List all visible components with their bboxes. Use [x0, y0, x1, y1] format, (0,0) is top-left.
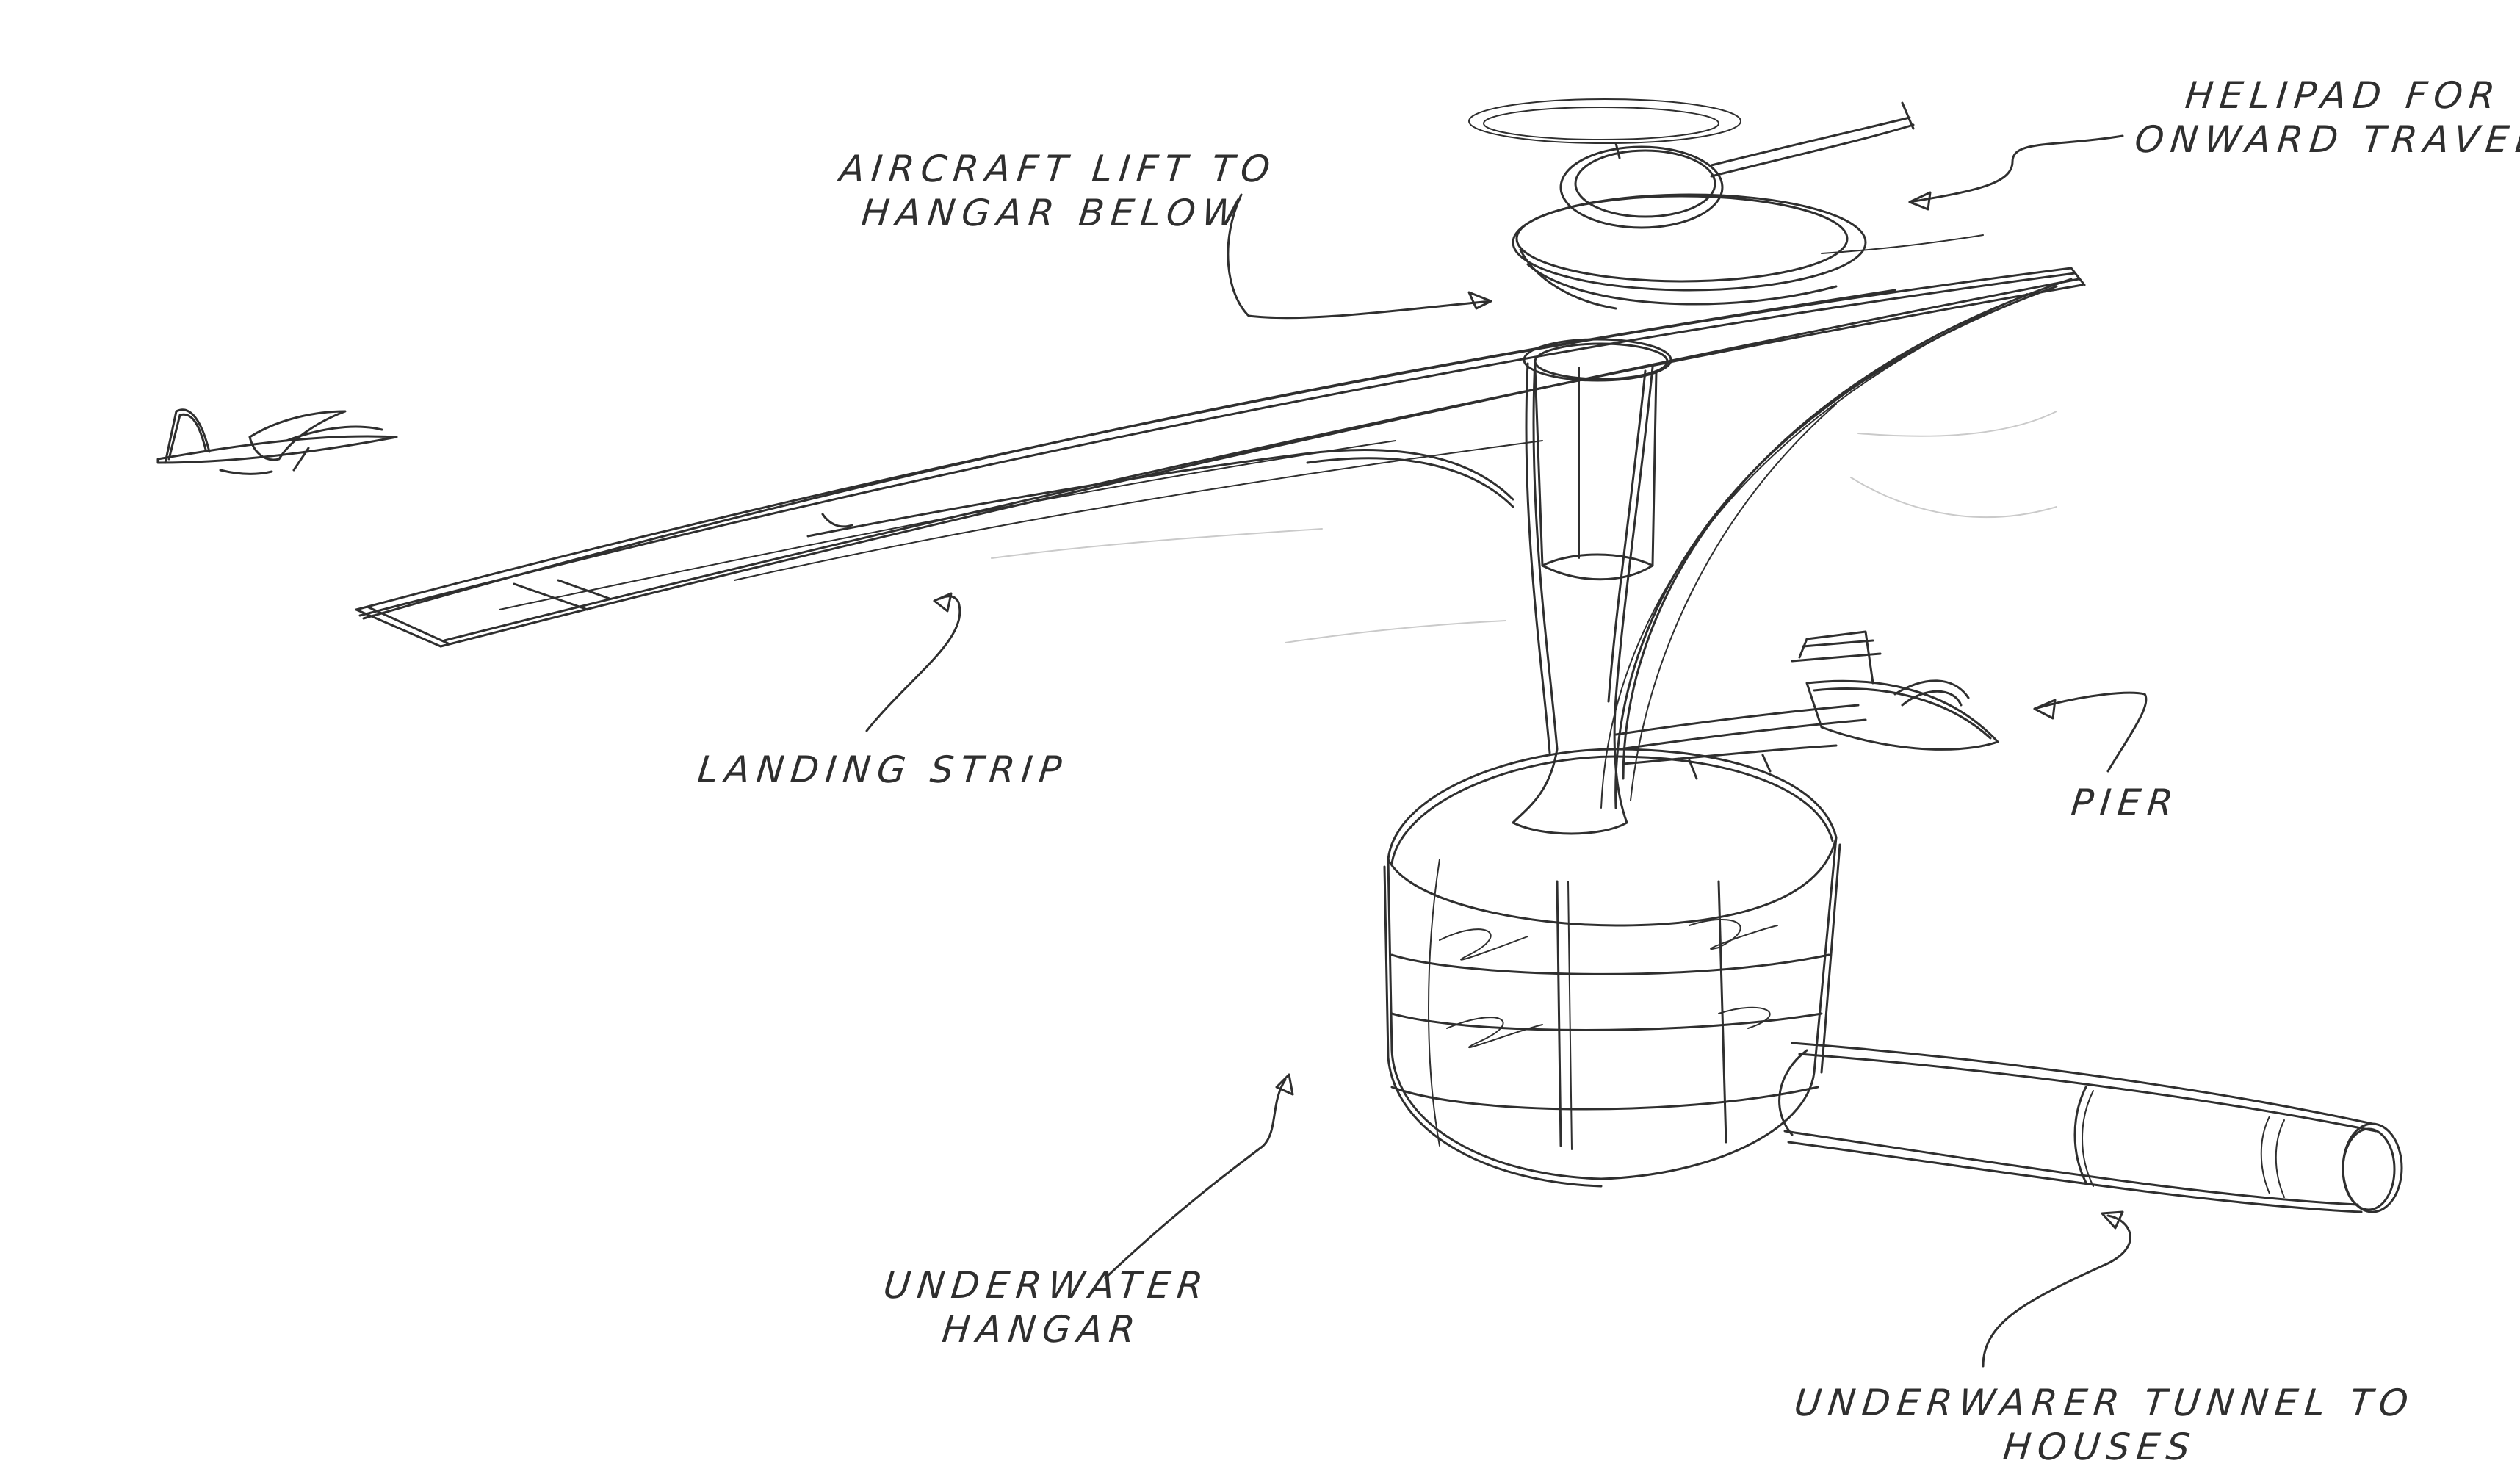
label-aircraft-lift-line2: HANGAR BELOW	[859, 192, 1248, 234]
arrow-pier	[2033, 691, 2148, 773]
underwater-tunnel	[1778, 1042, 2403, 1213]
leader-arrows	[865, 134, 2148, 1368]
label-hangar: UNDERWATER HANGAR	[877, 1263, 1212, 1351]
arrow-helipad	[1908, 134, 2124, 203]
support-column	[806, 278, 2073, 824]
helipad-with-helicopter	[1468, 98, 1984, 310]
label-aircraft-lift-line1: AIRCRAFT LIFT TO	[837, 148, 1279, 190]
label-helipad: HELIPAD FOR ONWARD TRAVEL	[2133, 73, 2520, 162]
label-aircraft-lift: AIRCRAFT LIFT TO HANGAR BELOW	[833, 147, 1279, 235]
label-helipad-line1: HELIPAD FOR	[2183, 74, 2504, 117]
label-helipad-line2: ONWARD TRAVEL	[2132, 118, 2520, 161]
label-landing-strip-text: LANDING STRIP	[695, 748, 1070, 791]
arrow-tunnel	[1982, 1214, 2131, 1368]
arrow-hangar	[1104, 1078, 1287, 1279]
background-strokes	[991, 411, 2057, 643]
label-hangar-line2: HANGAR	[939, 1308, 1144, 1351]
label-tunnel-line2: HOUSES	[2001, 1426, 2199, 1468]
label-pier: PIER	[2069, 781, 2182, 825]
underwater-hangar	[1383, 748, 1841, 1188]
label-pier-text: PIER	[2068, 782, 2182, 824]
arrow-aircraft-lift	[1227, 193, 1492, 320]
landing-strip	[355, 267, 2086, 648]
label-tunnel: UNDERWARER TUNNEL TO HOUSES	[1788, 1381, 2417, 1469]
label-tunnel-line1: UNDERWARER TUNNEL TO	[1792, 1382, 2417, 1424]
pier-with-boat	[1614, 630, 1999, 780]
distant-aircraft	[156, 408, 398, 475]
arrow-landing-strip	[865, 595, 961, 732]
label-hangar-line1: UNDERWATER	[881, 1264, 1212, 1307]
label-landing-strip: LANDING STRIP	[696, 748, 1070, 792]
